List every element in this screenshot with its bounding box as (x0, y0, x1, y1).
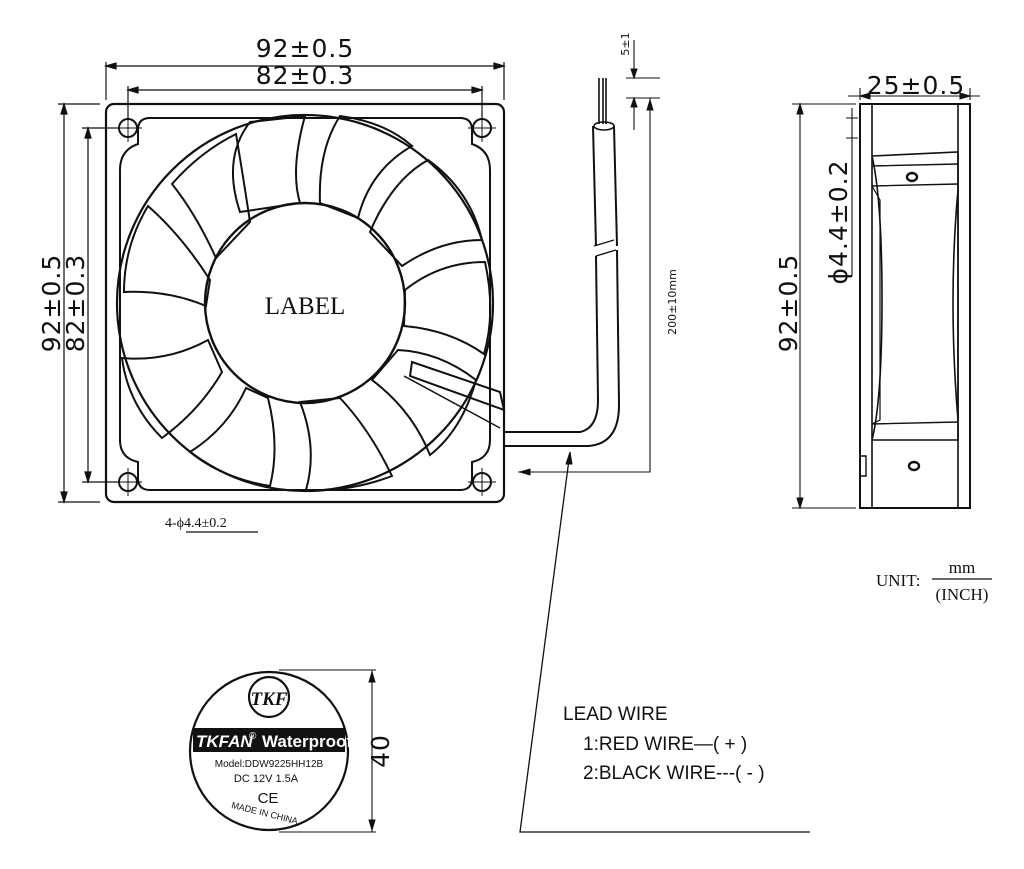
fan-blade (188, 386, 276, 488)
side-height-dimension (792, 103, 856, 509)
brand-banner (193, 728, 345, 752)
side-thickness-text: 25±0.5 (867, 71, 966, 100)
mount-holes-text: 4-ϕ4.4±0.2 (165, 516, 227, 531)
sticker-outline (188, 670, 350, 832)
hub-label-text: LABEL (265, 293, 346, 320)
unit-denominator-text: (INCH) (936, 585, 989, 604)
logo-text: TKF (251, 689, 288, 710)
strip-length-text: 5±1 (619, 32, 632, 55)
unit-prefix-text: UNIT: (876, 571, 920, 590)
cable-break (593, 239, 617, 257)
cable-upper (592, 125, 618, 247)
fan-frame-outer (104, 102, 506, 504)
model-text: Model:DDW9225HH12B (215, 759, 324, 770)
pitch-width-text: 82±0.3 (256, 61, 355, 90)
label-sticker (188, 669, 376, 833)
side-hole (905, 171, 919, 183)
lead-wire-leader (519, 451, 810, 833)
hole-centerlines (114, 114, 496, 496)
outer-height-text: 92±0.5 (37, 254, 66, 353)
fan-blade (402, 260, 492, 356)
black-wire-text: 2:BLACK WIRE---( - ) (583, 763, 765, 784)
side-height-text: 92±0.5 (774, 254, 803, 353)
fan-blade (298, 396, 394, 492)
mount-holes (114, 114, 496, 496)
ce-mark-text: CE (258, 790, 279, 807)
side-hole (907, 460, 921, 472)
fan-blade (318, 114, 414, 220)
side-hub (871, 151, 959, 441)
wire-length-text: 200±10mm (666, 269, 679, 335)
fan-frame-inner (119, 117, 491, 491)
rating-text: DC 12V 1.5A (234, 773, 299, 785)
fan-blade (122, 204, 212, 308)
side-hole-dia-text: ϕ4.4±0.2 (824, 160, 853, 285)
pitch-height-text: 82±0.3 (61, 254, 90, 353)
fan-blades (120, 114, 492, 492)
fan-blade (170, 132, 252, 260)
fan-blade (120, 338, 224, 440)
hole-dia-dimension (846, 108, 858, 276)
cable-lower-left (505, 255, 600, 433)
lead-wire-cable (505, 40, 810, 833)
sticker-diameter-text: 40 (366, 734, 395, 768)
side-view (792, 88, 980, 510)
unit-numerator-text: mm (949, 558, 975, 577)
feature-text: Waterproof (262, 732, 352, 751)
wire-strut (408, 360, 506, 412)
fan-blade (368, 158, 484, 268)
fan-blade (231, 114, 307, 214)
outer-width-text: 92±0.5 (256, 34, 355, 63)
wire-length-dimension (518, 97, 651, 473)
brand-text: TKFAN (196, 732, 253, 751)
fan-blade (370, 348, 478, 457)
sticker-dimension (279, 669, 376, 833)
front-view (58, 62, 507, 533)
cable-end (593, 121, 615, 131)
lead-wire-title: LEAD WIRE (563, 704, 668, 725)
wire-strut-edge (403, 375, 501, 429)
logo-ring (247, 675, 291, 719)
top-dimensions (103, 62, 507, 120)
registered-mark: ® (249, 731, 257, 742)
left-dimensions (58, 101, 120, 505)
wire-strands (598, 78, 607, 124)
red-wire-text: 1:RED WIRE—( + ) (583, 734, 747, 755)
cable-lower-right (505, 249, 621, 447)
side-frame (859, 103, 971, 509)
